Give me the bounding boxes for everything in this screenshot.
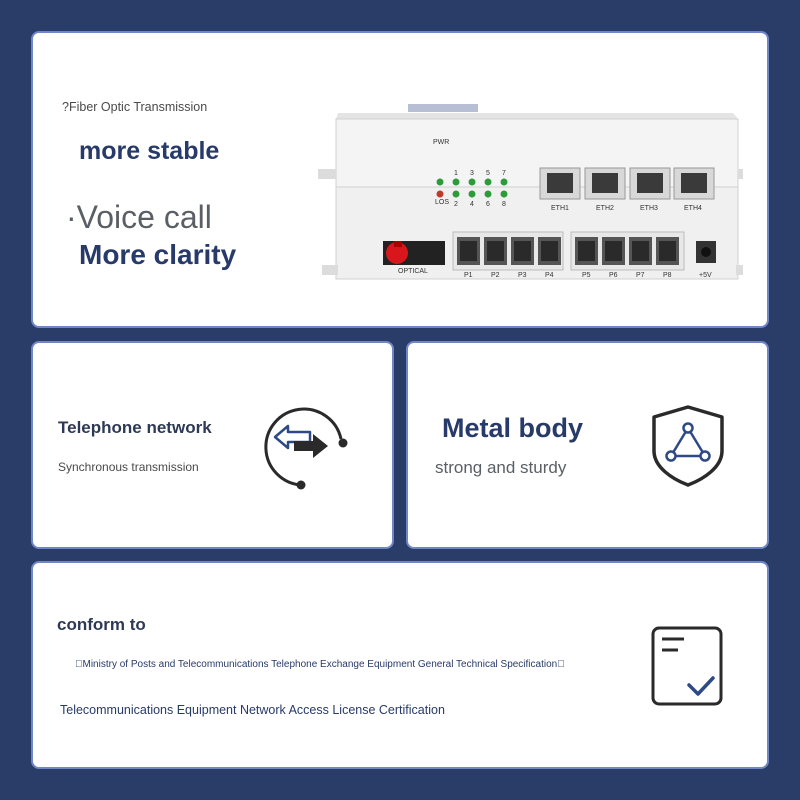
phone-ports-group-1 — [457, 237, 561, 265]
power-label: +5V — [699, 272, 712, 279]
compliance-title: conform to — [57, 615, 146, 634]
phone-label-8: P8 — [663, 272, 672, 279]
compliance-line-2: Telecommunications Equipment Network Acc… — [60, 703, 445, 717]
optical-label: OPTICAL — [398, 268, 428, 275]
phone-label-4: P4 — [545, 272, 554, 279]
eth-port-3 — [629, 167, 671, 200]
eth-label-1: ETH1 — [551, 205, 569, 212]
hero-headline-stable: more stable — [79, 137, 220, 165]
feature-left-title: Telephone network — [58, 418, 212, 437]
metal-body-card: Metal body strong and sturdy — [406, 341, 769, 549]
hero-headline-clarity: More clarity — [79, 239, 237, 270]
compliance-line-1:  Ministry of Posts and Telecommunication… — [75, 659, 565, 670]
led-label-8: 8 — [502, 201, 506, 208]
led-pwr — [436, 178, 444, 186]
hero-subtitle: ?Fiber Optic Transmission — [62, 100, 208, 114]
led-label-5: 5 — [486, 170, 490, 177]
phone-label-1: P1 — [464, 272, 473, 279]
phone-label-5: P5 — [582, 272, 591, 279]
phone-label-6: P6 — [609, 272, 618, 279]
led-label-6: 6 — [486, 201, 490, 208]
hero-card: ?Fiber Optic Transmission more stable ·V… — [31, 31, 769, 328]
phone-label-7: P7 — [636, 272, 645, 279]
phone-label-3: P3 — [518, 272, 527, 279]
optical-port — [383, 241, 445, 265]
feature-right-title: Metal body — [442, 413, 584, 443]
led-label-4: 4 — [470, 201, 474, 208]
led-label-los: LOS — [435, 199, 449, 206]
telephone-network-card: Telephone network Synchronous transmissi… — [31, 341, 394, 549]
led-label-7: 7 — [502, 170, 506, 177]
phone-ports-group-2 — [575, 237, 679, 265]
led-label-3: 3 — [470, 170, 474, 177]
sync-arrows-icon — [264, 407, 348, 490]
hero-headline-voice: ·Voice call — [66, 199, 212, 235]
eth-port-4 — [673, 167, 715, 200]
power-port — [696, 241, 716, 263]
fiber-telephone-device-image: PWR LOS 1 2 3 4 5 6 7 8 — [318, 104, 743, 280]
eth-port-2 — [584, 167, 626, 200]
eth-label-2: ETH2 — [596, 205, 614, 212]
compliance-card: conform to  Ministry of Posts and Teleco… — [31, 561, 769, 769]
eth-port-1 — [539, 167, 581, 200]
document-check-icon — [651, 626, 723, 706]
feature-right-subtitle: strong and sturdy — [435, 458, 567, 477]
led-grid — [452, 178, 508, 198]
shield-triangle-icon — [652, 405, 724, 487]
eth-label-3: ETH3 — [640, 205, 658, 212]
led-label-1: 1 — [454, 170, 458, 177]
led-los — [436, 190, 444, 198]
phone-label-2: P2 — [491, 272, 500, 279]
led-label-pwr: PWR — [433, 139, 449, 146]
eth-label-4: ETH4 — [684, 205, 702, 212]
feature-left-subtitle: Synchronous transmission — [58, 460, 199, 474]
led-label-2: 2 — [454, 201, 458, 208]
